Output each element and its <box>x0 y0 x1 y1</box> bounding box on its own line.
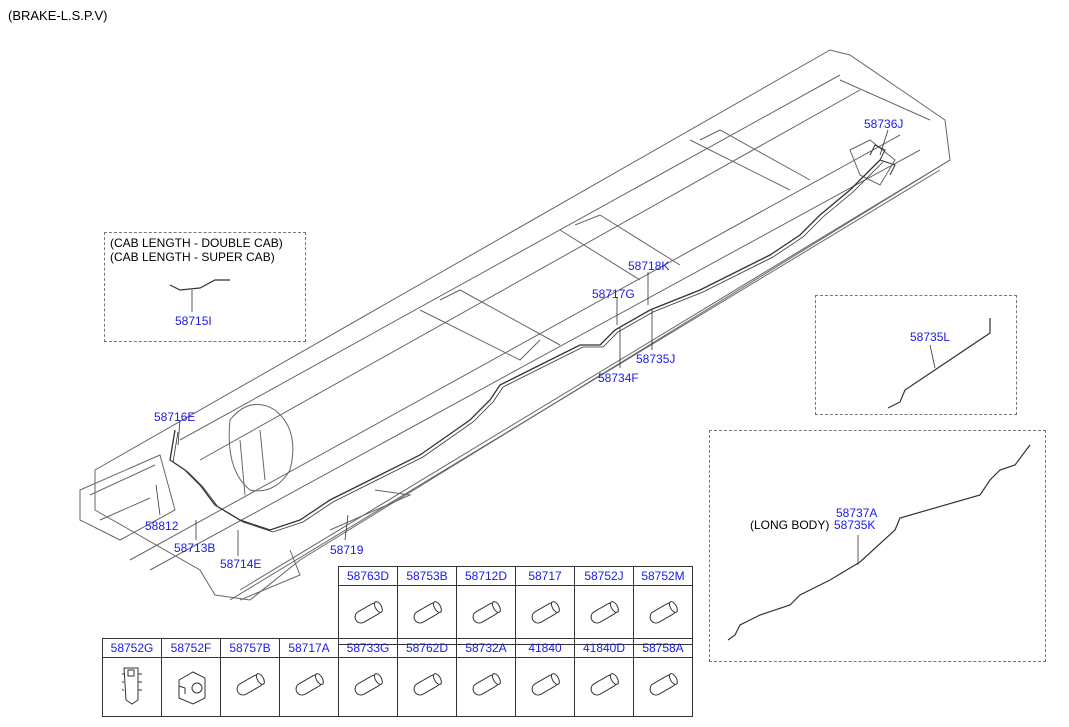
callout-58719[interactable]: 58719 <box>330 543 364 557</box>
part-code[interactable]: 58753B <box>397 566 457 586</box>
part-code[interactable]: 41840 <box>515 638 575 658</box>
chassis-frame <box>79 49 951 601</box>
inset-58735L-leader <box>929 344 936 369</box>
part-code[interactable]: 41840D <box>574 638 634 658</box>
grommet-icon <box>472 672 501 695</box>
grommet-icon <box>295 672 324 695</box>
grommet-icon <box>236 672 265 695</box>
inset-cab-super-note: (CAB LENGTH - SUPER CAB) <box>110 250 275 264</box>
grommet-icon <box>413 600 442 623</box>
inset-cab-double-note: (CAB LENGTH - DOUBLE CAB) <box>110 236 283 250</box>
grommet-picture <box>515 657 575 717</box>
part-code[interactable]: 58752F <box>161 638 221 658</box>
rear-connector <box>869 144 896 176</box>
grommet-picture <box>397 657 457 717</box>
part-code[interactable]: 58752G <box>102 638 162 658</box>
inset-long-body-line <box>727 444 1031 641</box>
grommet-picture <box>574 585 634 645</box>
grommet-icon <box>590 600 619 623</box>
callout-leaders <box>155 129 889 556</box>
callout-58715I[interactable]: 58715I <box>175 314 212 328</box>
grommet-picture <box>220 657 280 717</box>
part-code[interactable]: 58763D <box>338 566 398 586</box>
grommet-picture <box>279 657 339 717</box>
part-code[interactable]: 58752M <box>633 566 693 586</box>
callout-58812[interactable]: 58812 <box>145 519 179 533</box>
part-code[interactable]: 58752J <box>574 566 634 586</box>
part-code[interactable]: 58758A <box>633 638 693 658</box>
grommet-picture <box>338 657 398 717</box>
callout-58714E[interactable]: 58714E <box>220 557 262 571</box>
grommet-icon <box>354 672 383 695</box>
callout-58713B[interactable]: 58713B <box>174 541 216 555</box>
grommet-picture <box>515 585 575 645</box>
secondary-brake-line <box>172 161 884 533</box>
grommet-icon <box>590 672 619 695</box>
long-body-note: (LONG BODY) <box>750 518 830 532</box>
grommet-picture <box>633 585 693 645</box>
part-code[interactable]: 58762D <box>397 638 457 658</box>
grommet-icon <box>531 672 560 695</box>
diagram-title: (BRAKE-L.S.P.V) <box>8 8 108 23</box>
part-code[interactable]: 58717A <box>279 638 339 658</box>
part-code[interactable]: 58717 <box>515 566 575 586</box>
part-code[interactable]: 58732A <box>456 638 516 658</box>
clamp-icon <box>178 670 206 705</box>
callout-58735K[interactable]: 58735K <box>834 518 876 532</box>
grommet-picture <box>574 657 634 717</box>
grommet-icon <box>649 600 678 623</box>
callout-58734F[interactable]: 58734F <box>598 371 639 385</box>
grommet-icon <box>649 672 678 695</box>
callout-58717G[interactable]: 58717G <box>592 287 635 301</box>
grommet-icon <box>531 600 560 623</box>
part-code[interactable]: 58712D <box>456 566 516 586</box>
bracket-clip-picture <box>102 657 162 717</box>
inset-box-58735L <box>815 295 1017 415</box>
grommet-picture <box>456 585 516 645</box>
part-code[interactable]: 58733G <box>338 638 398 658</box>
grommet-picture <box>633 657 693 717</box>
inset-58735L-line <box>887 318 991 409</box>
grommet-picture <box>456 657 516 717</box>
parts-table-row2: 58752G 58752F 58757B 58717A 58733G 58762… <box>102 638 693 717</box>
grommet-picture <box>397 585 457 645</box>
callout-58718K[interactable]: 58718K <box>628 259 670 273</box>
grommet-icon <box>413 672 442 695</box>
grommet-icon <box>472 600 501 623</box>
parts-table-row1: 58763D 58753B 58712D 58717 58752J 58752M <box>338 566 693 645</box>
callout-58737A[interactable]: 58737A <box>836 506 878 520</box>
callout-58735L[interactable]: 58735L <box>910 330 951 344</box>
inset-box-long-body <box>709 430 1046 662</box>
bracket-clip-icon <box>122 667 142 705</box>
callout-58736J[interactable]: 58736J <box>864 117 904 131</box>
inset-box-cab-length <box>104 232 306 342</box>
part-code[interactable]: 58757B <box>220 638 280 658</box>
callout-58716E[interactable]: 58716E <box>154 410 196 424</box>
inset-58715I-line <box>169 279 230 291</box>
grommet-icon <box>354 600 383 623</box>
clamp-picture <box>161 657 221 717</box>
grommet-picture <box>338 585 398 645</box>
callout-58735J[interactable]: 58735J <box>636 352 676 366</box>
